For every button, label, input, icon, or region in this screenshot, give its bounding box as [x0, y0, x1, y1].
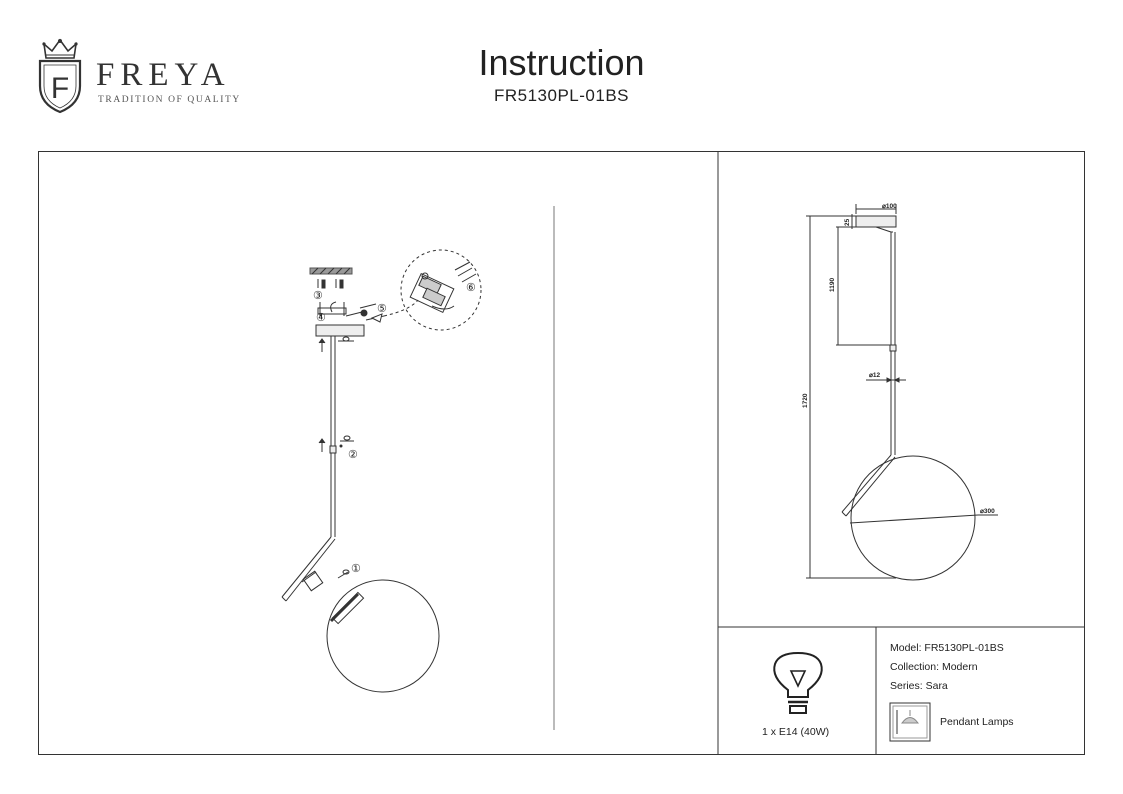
shield-icon: F: [38, 59, 82, 114]
assembly-drawing: [281, 249, 482, 693]
dimension-drawing: [806, 204, 998, 581]
pendant-lamp-icon: [889, 702, 931, 742]
dim-canopy-diameter: ⌀100: [882, 203, 897, 210]
step-3: ③: [313, 290, 323, 302]
step-5: ⑤: [377, 303, 387, 315]
step-2: ②: [348, 449, 358, 461]
dim-canopy-height: 25: [844, 218, 851, 226]
info-type: Pendant Lamps: [940, 716, 1014, 728]
step-6: ⑥: [466, 282, 476, 294]
info-series: Series: Sara: [890, 680, 948, 692]
info-collection: Collection: Modern: [890, 661, 978, 673]
page-title: Instruction: [478, 42, 645, 83]
info-model: Model: FR5130PL-01BS: [890, 642, 1004, 654]
bulb-spec: 1 x E14 (40W): [762, 726, 830, 738]
brand-tagline: TRADITION OF QUALITY: [98, 95, 241, 105]
step-1: ①: [351, 563, 361, 575]
bulb-icon: [773, 651, 823, 714]
drawing-frame: [38, 151, 1085, 755]
dim-rod-diameter: ⌀12: [869, 372, 881, 379]
brand-logo: F FREYA TRADITION OF QUALITY: [34, 38, 274, 118]
dim-shade-diameter: ⌀300: [980, 508, 995, 515]
dim-total-height: 1720: [802, 393, 809, 408]
model-code: FR5130PL-01BS: [493, 86, 630, 105]
step-4: ④: [316, 312, 326, 324]
logo-initial: F: [51, 72, 69, 105]
crown-icon: [42, 38, 78, 59]
dim-suspension: 1190: [829, 278, 836, 292]
brand-name: FREYA: [96, 57, 231, 93]
